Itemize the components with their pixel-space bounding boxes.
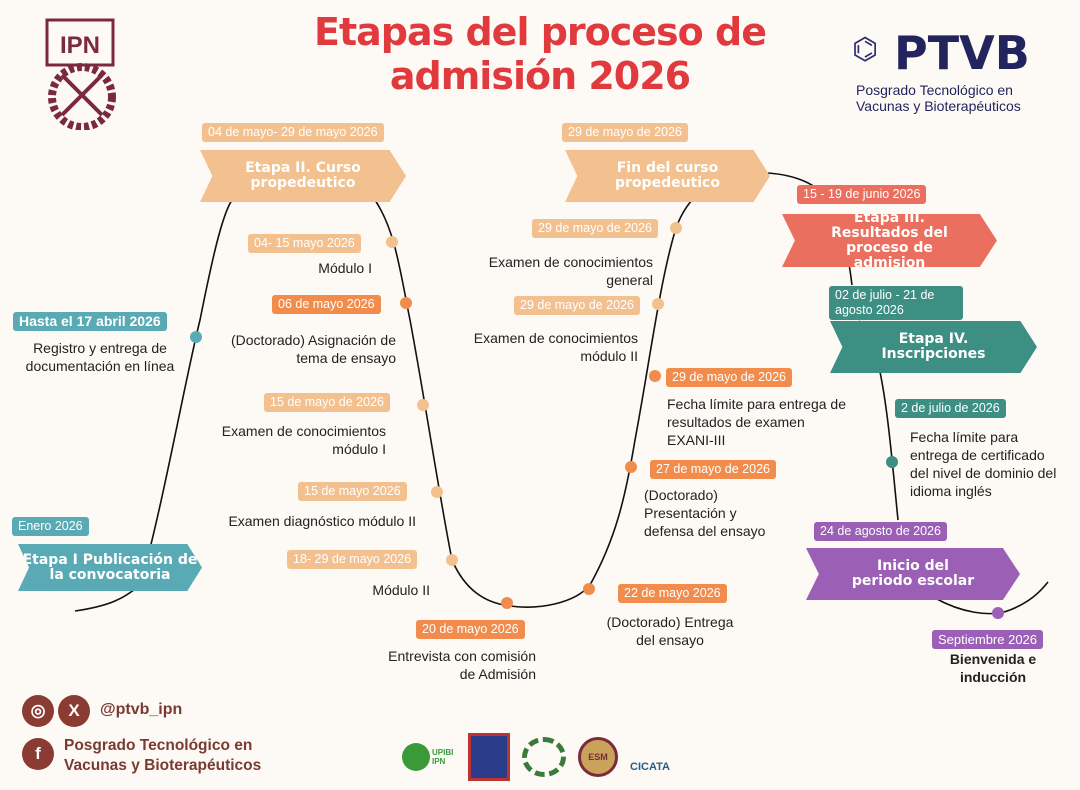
event-dot bbox=[400, 297, 412, 309]
event-date: 04- 15 mayo 2026 bbox=[248, 234, 361, 253]
etapa4-date: 02 de julio - 21 de agosto 2026 bbox=[829, 286, 963, 320]
event-dot bbox=[417, 399, 429, 411]
event-dot bbox=[649, 370, 661, 382]
event-text: Módulo II bbox=[372, 582, 430, 598]
event-text: Examen de conocimientos módulo I bbox=[221, 423, 386, 457]
fin-arrow: Fin del curso propedeutico bbox=[565, 150, 770, 202]
etapa3-arrow: Etapa III. Resultados del proceso de adm… bbox=[782, 214, 997, 267]
title-line-1: Etapas del proceso de bbox=[314, 10, 767, 54]
event-text: Módulo I bbox=[318, 260, 372, 276]
event-text: Fecha límite para entrega de resultados … bbox=[667, 396, 846, 448]
event-dot bbox=[886, 456, 898, 468]
upibi-logo: UPIBI IPN bbox=[402, 743, 456, 771]
inicio-arrow: Inicio del periodo escolar bbox=[806, 548, 1020, 600]
ptvb-wordmark: PTVB bbox=[894, 26, 1030, 80]
facebook-page-line-2[interactable]: Vacunas y Bioterapéuticos bbox=[64, 757, 262, 774]
facebook-page-line-1[interactable]: Posgrado Tecnológico en bbox=[64, 737, 253, 754]
event-dot bbox=[501, 597, 513, 609]
event-dot bbox=[652, 298, 664, 310]
event-dot bbox=[446, 554, 458, 566]
event-date: 18- 29 de mayo 2026 bbox=[287, 550, 418, 569]
event-dot bbox=[992, 607, 1004, 619]
event-text: Examen de conocimientos general bbox=[488, 254, 653, 288]
event-date: 29 de mayo de 2026 bbox=[514, 296, 640, 315]
event-date: 29 de mayo de 2026 bbox=[666, 368, 792, 387]
x-icon[interactable]: X bbox=[58, 695, 90, 727]
gear-logo bbox=[522, 737, 566, 777]
event-date: 22 de mayo 2026 bbox=[618, 584, 727, 603]
event-date: Hasta el 17 abril 2026 bbox=[13, 312, 167, 331]
ptvb-sub-1: Posgrado Tecnológico en bbox=[856, 82, 1013, 98]
event-dot bbox=[670, 222, 682, 234]
etapa4-arrow: Etapa IV. Inscripciones bbox=[830, 321, 1037, 373]
event-text: Entrevista con comisión de Admisión bbox=[388, 648, 536, 682]
event-text: Examen de conocimientos módulo II bbox=[473, 330, 638, 364]
social-handle[interactable]: @ptvb_ipn bbox=[100, 701, 183, 718]
event-date: 15 de mayo 2026 bbox=[298, 482, 407, 501]
inicio-date: 24 de agosto de 2026 bbox=[814, 522, 947, 541]
esm-logo: ESM bbox=[578, 737, 618, 777]
shield-logo bbox=[468, 733, 510, 781]
ipn-logo: IPN bbox=[42, 15, 120, 131]
event-date: 20 de mayo 2026 bbox=[416, 620, 525, 639]
page-title: Etapas del proceso de admisión 2026 bbox=[290, 10, 790, 98]
event-dot bbox=[190, 331, 202, 343]
partner-logos: UPIBI IPN ESM CICATA bbox=[402, 733, 670, 781]
cicata-logo: CICATA bbox=[630, 761, 670, 773]
facebook-icon[interactable]: f bbox=[22, 738, 54, 770]
event-date: 06 de mayo 2026 bbox=[272, 295, 381, 314]
event-text: Examen diagnóstico módulo II bbox=[228, 513, 416, 529]
event-dot bbox=[583, 583, 595, 595]
event-text: Bienvenida e inducción bbox=[949, 651, 1037, 685]
instagram-icon[interactable]: ◎ bbox=[22, 695, 54, 727]
molecule-icon: ⌬ bbox=[852, 33, 879, 66]
event-date: 15 de mayo de 2026 bbox=[264, 393, 390, 412]
event-dot bbox=[625, 461, 637, 473]
event-text: (Doctorado) Presentación y defensa del e… bbox=[644, 487, 766, 539]
svg-text:IPN: IPN bbox=[60, 32, 100, 59]
fin-date: 29 de mayo de 2026 bbox=[562, 123, 688, 142]
etapa2-arrow: Etapa II. Curso propedeutico bbox=[200, 150, 406, 202]
etapa3-date: 15 - 19 de junio 2026 bbox=[797, 185, 927, 204]
event-date: 27 de mayo de 2026 bbox=[650, 460, 776, 479]
event-text: Fecha límite para entrega de certificado… bbox=[910, 429, 1057, 499]
event-date: Septiembre 2026 bbox=[932, 630, 1044, 649]
event-dot bbox=[431, 486, 443, 498]
etapa1-date: Enero 2026 bbox=[12, 517, 89, 536]
ptvb-sub-2: Vacunas y Bioterapéuticos bbox=[856, 98, 1021, 114]
etapa2-date: 04 de mayo- 29 de mayo 2026 bbox=[202, 123, 384, 142]
etapa1-arrow: Etapa I Publicación de la convocatoria bbox=[18, 544, 202, 591]
event-text: (Doctorado) Entrega del ensayo bbox=[606, 614, 734, 648]
event-text: Registro y entrega de documentación en l… bbox=[25, 340, 175, 374]
event-date: 29 de mayo de 2026 bbox=[532, 219, 658, 238]
event-date: 2 de julio de 2026 bbox=[895, 399, 1006, 418]
event-dot bbox=[386, 236, 398, 248]
event-text: (Doctorado) Asignación de tema de ensayo bbox=[231, 332, 396, 366]
title-line-2: admisión 2026 bbox=[389, 54, 691, 98]
